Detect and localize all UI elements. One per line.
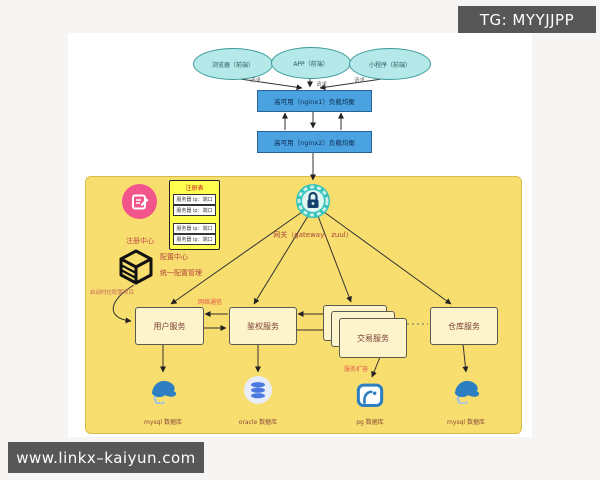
request-arrow-label: 请求 — [250, 78, 262, 84]
network-communication-label: 网络通信 — [198, 299, 223, 306]
config-center-cube-icon — [119, 249, 153, 285]
oracle-database-icon — [244, 376, 272, 404]
warehouse-service-node: 仓库服务 — [430, 307, 498, 345]
mysql-dolphin-icon — [151, 380, 177, 404]
tg-watermark-badge: TG: MYYJJPP — [458, 6, 596, 33]
startup-config-note: 启动时拉配置项目 — [90, 290, 135, 296]
registry-center-label: 注册中心 — [126, 237, 154, 245]
pg-db-label: pg 数据库 — [356, 419, 384, 426]
registry-entry: 服务器 ip：端口 — [173, 194, 216, 205]
request-arrow-label: 请求 — [316, 82, 328, 88]
mysql-db-label: mysql 数据库 — [144, 419, 182, 426]
oracle-db-label: oracle 数据库 — [238, 419, 278, 426]
registry-entry: 服务器 ip：端口 — [173, 223, 216, 234]
registry-center-node — [122, 184, 157, 219]
client-miniapp-node: 小程序（前端） — [349, 48, 431, 80]
registry-table-title: 注册表 — [185, 185, 204, 192]
postgres-elephant-icon — [356, 383, 384, 408]
client-browser-node: 浏览器（前端） — [193, 48, 273, 80]
site-url-badge: www.linkx–kaiyun.com — [8, 442, 204, 473]
request-arrow-label: 请求 — [354, 78, 366, 84]
mysql-db-label: mysql 数据库 — [447, 419, 485, 426]
edit-note-icon — [131, 194, 148, 209]
gateway-label: 网关（gateway、zuul） — [273, 231, 353, 239]
unified-config-label: 统一配置管理 — [160, 269, 202, 277]
config-center-label: 配置中心 — [160, 253, 188, 261]
registry-entry: 服务器 ip：端口 — [173, 205, 216, 216]
trade-service-node: 交易服务 — [339, 318, 407, 358]
gateway-lock-icon — [296, 184, 330, 218]
mysql-dolphin-icon — [454, 380, 480, 404]
registry-table: 注册表 服务器 ip：端口 服务器 ip：端口 服务器 ip：端口 服务器 ip… — [169, 180, 220, 250]
service-scaling-label: 服务扩容 — [344, 366, 369, 373]
client-app-node: APP（前端） — [271, 47, 351, 79]
user-service-node: 用户服务 — [135, 307, 204, 345]
auth-service-node: 鉴权服务 — [229, 307, 297, 345]
nginx1-load-balancer-node: 高可用（nginx1）负载均衡 — [257, 90, 372, 112]
nginx2-load-balancer-node: 高可用（nginx2）负载均衡 — [257, 131, 372, 153]
registry-entry: 服务器 ip：端口 — [173, 234, 216, 245]
